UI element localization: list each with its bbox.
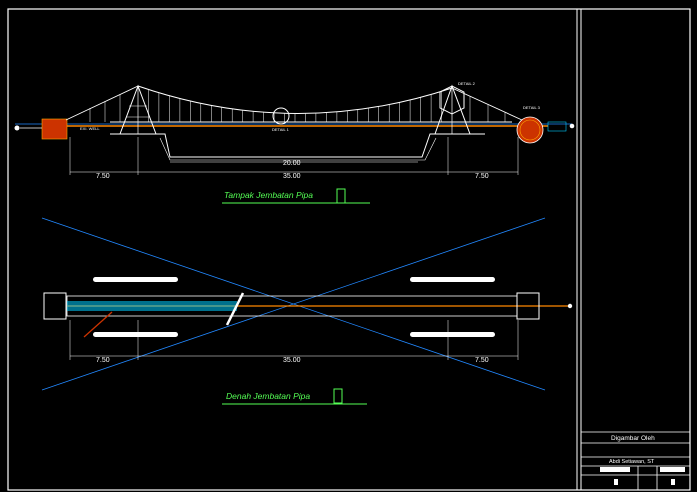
plan-tower-pad [93,332,178,337]
plan-dim-right: 7.50 [475,357,489,364]
elevation-dim-center: 35.00 [283,173,301,180]
plan-water-section [67,301,237,311]
detail-1-callout [272,107,290,125]
left-tag-label: EXI. WELL [80,126,100,131]
tb-bar [614,479,618,485]
riverbed-profile-inner [159,137,437,161]
main-cable [137,85,453,114]
plan-tower-pad [410,332,495,337]
plan-section-marker [225,292,245,326]
diagonal-line-b [41,217,546,391]
plan-tower-pad [93,277,178,282]
tb-bar [660,467,685,472]
sheet-border [7,8,691,491]
elevation-dim-inner: 20.00 [283,160,301,167]
detail-2-label: DETAIL 2 [458,81,476,86]
plan-tower-pad [410,277,495,282]
title-block: Digambar Oleh Abdi Setiawan, ST [581,431,690,490]
elevation-dim-right: 7.50 [475,173,489,180]
right-abutment-ring [519,119,541,141]
plan-title-symbol [333,388,343,404]
detail-3-label: DETAIL 3 [523,105,541,110]
elevation-title-symbol [336,188,346,204]
detail-1-label: DETAIL 1 [272,127,290,132]
plan-left-abutment [43,292,67,320]
plan-view: 7.50 35.00 7.50 Denah Jembatan Pipa [41,217,573,405]
drawn-by-name: Abdi Setiawan, ST [609,459,655,465]
right-end-marker [569,123,575,129]
left-abutment [41,118,68,140]
right-backstay [451,87,523,121]
plan-title: Denah Jembatan Pipa [226,391,310,401]
elevation-dim-left: 7.50 [96,173,110,180]
riverbed-profile [110,133,485,158]
left-end-marker [14,125,20,131]
plan-right-abutment [516,292,540,320]
right-pipe-fitting [547,121,567,132]
plan-right-end-marker [567,303,573,309]
plan-dim-center: 35.00 [283,357,301,364]
elevation-view: DETAIL 1 DETAIL 2 DETAIL 3 EXI. WELL 7.5… [14,81,575,204]
plan-dim-left: 7.50 [96,357,110,364]
elevation-title: Tampak Jembatan Pipa [224,190,313,200]
tb-bar [600,467,630,472]
drawn-by-label: Digambar Oleh [611,435,655,442]
left-backstay [65,85,139,121]
plan-anchor [83,311,113,338]
tb-bar [671,479,675,485]
hanger-cables [89,89,506,122]
right-abutment [516,116,544,144]
